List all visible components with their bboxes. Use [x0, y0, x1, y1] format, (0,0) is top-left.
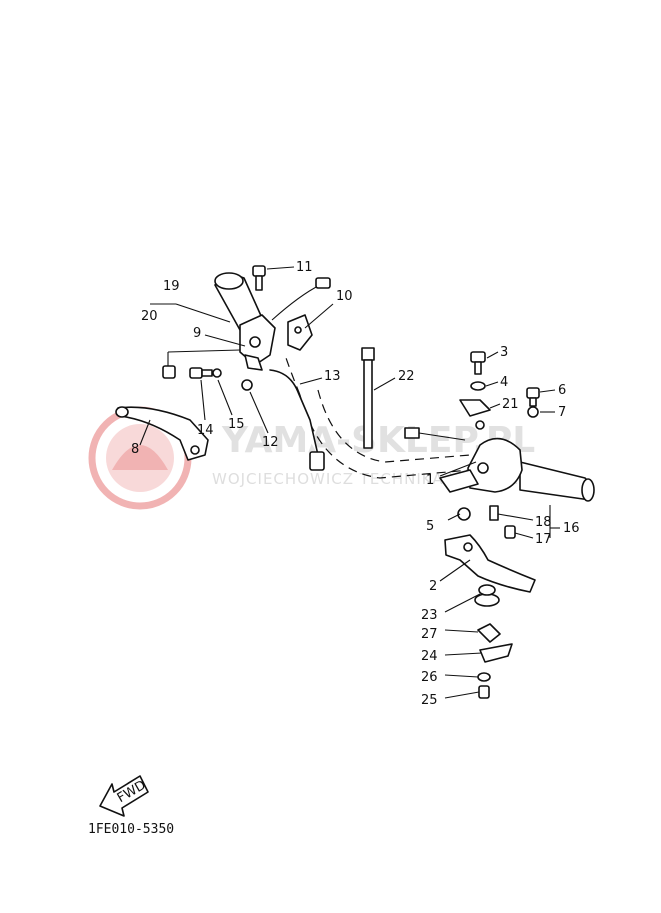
bolt-3 — [470, 351, 486, 375]
callout-6: 6 — [558, 383, 566, 398]
washer-26 — [477, 672, 491, 682]
adjuster-27 — [477, 623, 501, 643]
connector-small — [404, 427, 466, 441]
callout-21: 21 — [502, 397, 519, 412]
callout-24: 24 — [421, 649, 438, 664]
callout-20: 20 — [141, 309, 158, 324]
washer-15 — [212, 368, 222, 378]
callout-7: 7 — [558, 405, 566, 420]
callout-18: 18 — [535, 515, 552, 530]
pivot-23 — [474, 584, 500, 607]
callout-2: 2 — [429, 579, 437, 594]
callout-8: 8 — [131, 442, 139, 457]
lever-2 — [444, 534, 536, 593]
switch-housing-right — [439, 437, 523, 493]
callout-5: 5 — [426, 519, 434, 534]
screw-25 — [478, 685, 490, 699]
callout-10: 10 — [336, 289, 353, 304]
nut-5 — [457, 507, 471, 521]
lever-8 — [115, 406, 209, 461]
nut-12 — [241, 379, 253, 391]
callout-14: 14 — [197, 423, 214, 438]
leader-lines — [139, 266, 560, 699]
callout-23: 23 — [421, 608, 438, 623]
cable-tie-22 — [361, 347, 375, 449]
diagram-code: 1FE010-5350 — [88, 822, 174, 837]
callout-13: 13 — [324, 369, 341, 384]
bolt-6 — [526, 387, 540, 407]
callout-19: 19 — [163, 279, 180, 294]
callout-27: 27 — [421, 627, 438, 642]
callout-12: 12 — [262, 435, 279, 450]
nut-7 — [527, 406, 539, 418]
grip-right — [519, 461, 595, 502]
screw-17 — [504, 525, 516, 539]
plate-24 — [479, 643, 513, 663]
wire-10 — [271, 284, 321, 321]
screw-14 — [189, 367, 213, 379]
screw-18 — [489, 505, 499, 521]
grip-left — [214, 272, 263, 331]
callout-15: 15 — [228, 417, 245, 432]
switch-left — [287, 314, 313, 351]
callout-4: 4 — [500, 375, 508, 390]
callout-3: 3 — [500, 345, 508, 360]
callout-22: 22 — [398, 369, 415, 384]
bolt-20 — [162, 365, 176, 379]
watermark-sub-text: WOJCIECHOWICZ TECHNIKA YAMAHA — [212, 470, 518, 488]
clutch-holder — [239, 314, 276, 371]
connector-10 — [315, 277, 331, 289]
callout-17: 17 — [535, 532, 552, 547]
callout-16: 16 — [563, 521, 580, 536]
fwd-arrow-icon — [99, 775, 149, 817]
callout-11: 11 — [296, 260, 313, 275]
washer-4 — [470, 381, 486, 391]
bolt-11 — [252, 265, 266, 291]
callout-25: 25 — [421, 693, 438, 708]
cable-13 — [269, 369, 325, 471]
callout-9: 9 — [193, 326, 201, 341]
callout-1: 1 — [426, 473, 434, 488]
clamp-21 — [459, 399, 491, 430]
callout-26: 26 — [421, 670, 438, 685]
